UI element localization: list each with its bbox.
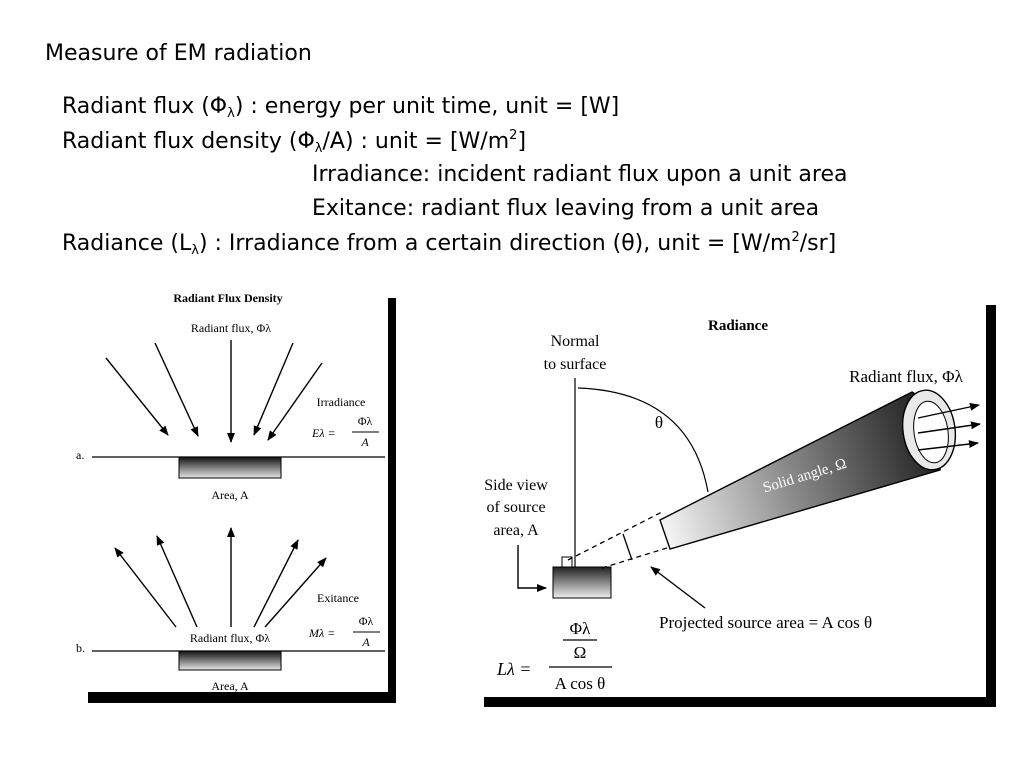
incoming-arrow (105, 357, 169, 436)
right-frame-shadow-right (986, 305, 996, 707)
flux-arrow (917, 402, 980, 419)
normal-label-line1: Normal (551, 333, 600, 350)
exitance-formula-numerator: Φλ (359, 614, 374, 628)
left-frame-shadow-right (388, 298, 396, 703)
normal-label-line2: to surface (544, 356, 607, 373)
outgoing-arrow (264, 557, 327, 628)
radiance-line: Radiance (Lλ) : Irradiance from a certai… (62, 230, 837, 258)
exitance-label: Exitance (317, 591, 359, 605)
irradiance-formula-denominator: A (360, 435, 369, 449)
left-figure-title: Radiant Flux Density (173, 291, 282, 305)
top-radiant-flux-label: Radiant flux, Φλ (191, 321, 271, 335)
projection-dashed-line (601, 546, 671, 569)
theta-arc (577, 387, 709, 493)
side-view-line1: Side view (484, 477, 548, 494)
radiant-flux-density-line: Radiant flux density (Φλ/A) : unit = [W/… (62, 128, 527, 156)
outgoing-arrow (114, 547, 177, 628)
projected-area-label: Projected source area = A cos θ (659, 613, 872, 632)
right-figure-title: Radiance (708, 318, 768, 334)
bottom-radiant-flux-label: Radiant flux, Φλ (190, 631, 270, 645)
area-b-label: Area, A (211, 679, 249, 693)
radiance-formula-denominator: A cos θ (555, 674, 606, 693)
exitance-line: Exitance: radiant flux leaving from a un… (312, 196, 820, 221)
panel-b-label: b. (76, 641, 85, 655)
area-block-b (178, 650, 282, 671)
projected-area-tick (622, 533, 633, 561)
flux-arrow (917, 421, 981, 434)
incoming-arrow (267, 362, 323, 441)
radiance-formula-numerator-top: Φλ (570, 619, 591, 638)
irradiance-label: Irradiance (317, 395, 366, 409)
radiance-formula-numerator-bottom: Ω (574, 643, 587, 662)
source-area-block (552, 566, 612, 599)
radiant-flux-density-figure: Radiant Flux Density Radiant flux, Φλ Ir… (76, 291, 396, 703)
side-view-line3: area, A (493, 522, 539, 539)
radiant-flux-line: Radiant flux (Φλ) : energy per unit time… (62, 94, 620, 121)
incoming-arrow (253, 342, 294, 436)
exitance-formula-lhs: Mλ = (308, 626, 335, 640)
outgoing-arrow (156, 535, 198, 628)
projected-area-pointer (650, 566, 706, 609)
projection-dashed-line (567, 511, 663, 561)
irradiance-formula-numerator: Φλ (358, 414, 373, 428)
radiant-flux-label: Radiant flux, Φλ (849, 367, 963, 386)
flux-arrow (917, 440, 979, 451)
outgoing-arrow (253, 539, 299, 628)
left-frame-shadow-bottom (88, 692, 396, 703)
exitance-formula-denominator: A (361, 635, 370, 649)
right-frame-shadow-bottom (484, 697, 996, 707)
incoming-arrow (154, 342, 199, 437)
slide-heading: Measure of EM radiation (45, 41, 312, 66)
irradiance-formula-lhs: Eλ = (311, 426, 336, 440)
side-view-line2: of source (486, 499, 545, 516)
irradiance-line: Irradiance: incident radiant flux upon a… (312, 162, 848, 187)
area-block-a (178, 456, 282, 479)
radiance-formula-lhs: Lλ = (496, 659, 531, 679)
area-a-label: Area, A (211, 488, 249, 502)
panel-a-label: a. (76, 448, 84, 462)
radiance-figure: Radiance Normal to surface θ Side view o… (484, 305, 996, 707)
source-pointer-arrow (517, 545, 547, 592)
theta-label: θ (655, 413, 663, 432)
